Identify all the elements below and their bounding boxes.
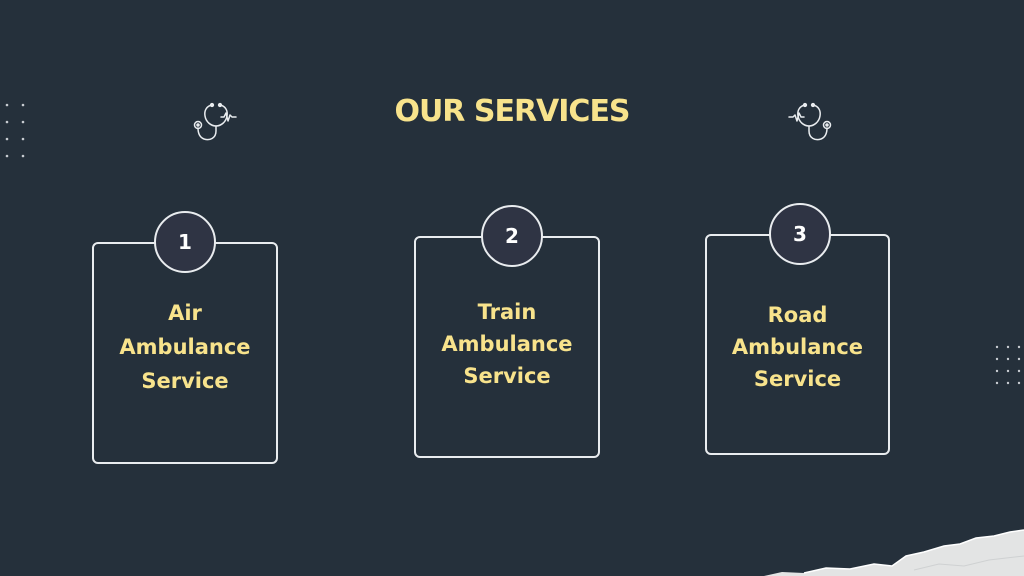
service-label-line: Service bbox=[141, 369, 229, 393]
service-label-line: Ambulance bbox=[119, 335, 251, 359]
dot-grid-top-left bbox=[5, 103, 25, 158]
service-card-label: Air Ambulance Service bbox=[94, 296, 276, 398]
service-label-line: Ambulance bbox=[441, 332, 573, 356]
service-card-label: Road Ambulance Service bbox=[707, 299, 888, 395]
service-number-badge: 1 bbox=[154, 211, 216, 273]
service-label-line: Train bbox=[477, 300, 537, 324]
page-title: OUR SERVICES bbox=[394, 94, 630, 129]
service-card-road-ambulance: Road Ambulance Service bbox=[705, 234, 890, 455]
service-card-air-ambulance: Air Ambulance Service bbox=[92, 242, 278, 464]
service-card-label: Train Ambulance Service bbox=[416, 296, 598, 392]
stethoscope-icon bbox=[193, 102, 237, 141]
service-label-line: Air bbox=[168, 301, 202, 325]
stethoscope-icon bbox=[788, 102, 832, 141]
dot-grid-right bbox=[995, 345, 1021, 385]
service-card-train-ambulance: Train Ambulance Service bbox=[414, 236, 600, 458]
service-number-badge: 3 bbox=[769, 203, 831, 265]
service-label-line: Road bbox=[767, 303, 828, 327]
service-number-badge: 2 bbox=[481, 205, 543, 267]
service-label-line: Service bbox=[753, 367, 842, 391]
service-label-line: Ambulance bbox=[731, 335, 864, 359]
service-label-line: Service bbox=[463, 364, 551, 388]
torn-paper-decoration bbox=[764, 529, 1024, 576]
